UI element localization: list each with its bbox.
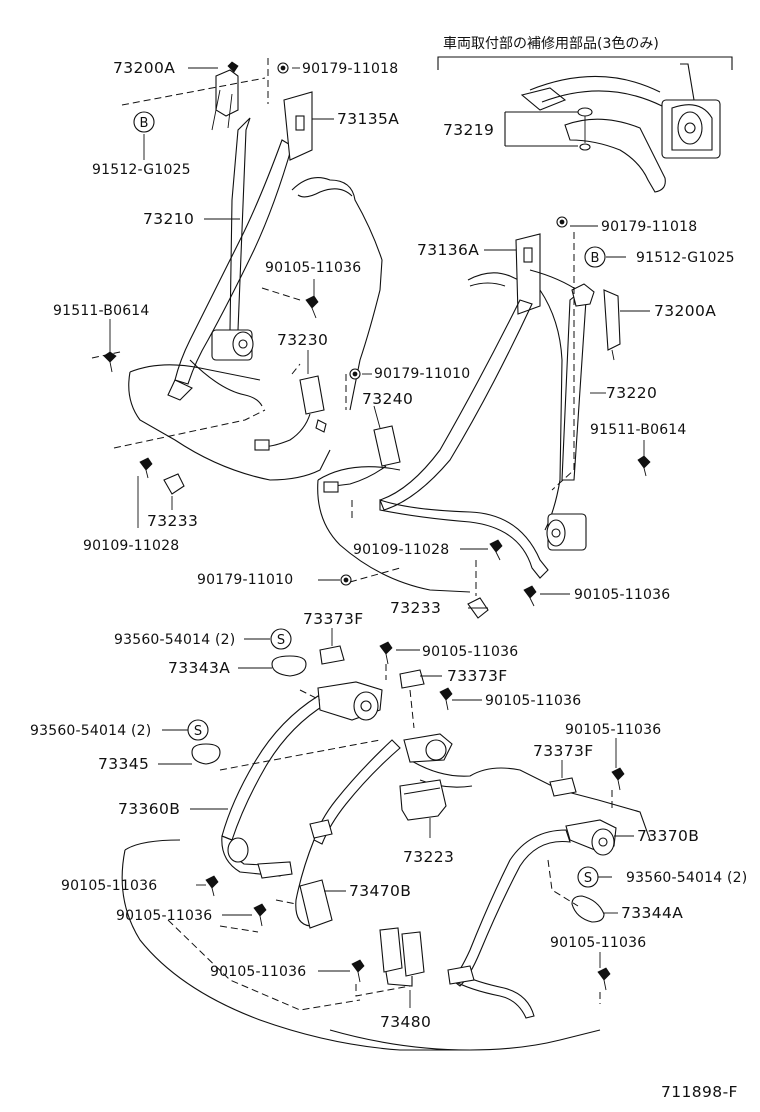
callout-90105-11036-b: 90105-11036 <box>574 587 670 603</box>
rear-seat <box>121 641 651 1051</box>
callout-73210: 73210 <box>143 210 194 228</box>
callout-93560-54014-b: 93560-54014 (2) <box>30 723 151 739</box>
callout-73373F-c: 73373F <box>533 742 594 760</box>
callout-73370B: 73370B <box>637 827 699 845</box>
repair-parts-note: 車両取付部の補修用部品(3色のみ) <box>437 35 733 70</box>
callout-73373F-a: 73373F <box>303 610 364 628</box>
callout-90105-11036-d: 90105-11036 <box>485 693 581 709</box>
callout-90179-11018-right: 90179-11018 <box>601 219 697 235</box>
marker-s2: S <box>187 719 209 741</box>
callout-90105-11036-a: 90105-11036 <box>265 260 361 276</box>
callout-73345: 73345 <box>98 755 149 773</box>
callout-73223: 73223 <box>403 848 454 866</box>
callout-90105-11036-c: 90105-11036 <box>422 644 518 660</box>
callout-73344A: 73344A <box>621 904 683 922</box>
front-seat-left <box>91 58 383 495</box>
diagram-code: 711898-F <box>661 1083 738 1101</box>
callout-91512-G1025-left: 91512-G1025 <box>92 162 191 178</box>
callout-90105-11036-f: 90105-11036 <box>61 878 157 894</box>
callout-73219: 73219 <box>443 121 494 139</box>
callout-73360B: 73360B <box>118 800 180 818</box>
callout-73200A-top: 73200A <box>113 59 175 77</box>
front-seat-right <box>317 216 651 619</box>
callout-90105-11036-g: 90105-11036 <box>116 908 212 924</box>
callout-91511-B0614-left: 91511-B0614 <box>53 303 150 319</box>
callout-labels: 73200A 90179-11018 73135A 91512-G1025 73… <box>30 59 747 1031</box>
callout-73136A: 73136A <box>417 241 479 259</box>
marker-b2: B <box>584 246 606 268</box>
callout-90179-11018-top: 90179-11018 <box>302 61 398 77</box>
callout-90179-11010-a: 90179-11010 <box>374 366 470 382</box>
callout-73135A: 73135A <box>337 110 399 128</box>
svg-text:S: S <box>194 724 202 739</box>
callout-90179-11010-b: 90179-11010 <box>197 572 293 588</box>
callout-73233-left: 73233 <box>147 512 198 530</box>
callout-90109-11028-left: 90109-11028 <box>83 538 179 554</box>
svg-text:B: B <box>140 116 149 131</box>
callout-73343A: 73343A <box>168 659 230 677</box>
marker-s1: S <box>270 628 292 650</box>
callout-90105-11036-e: 90105-11036 <box>565 722 661 738</box>
callout-73200A-right: 73200A <box>654 302 716 320</box>
callout-73233-right: 73233 <box>390 599 441 617</box>
svg-text:B: B <box>591 251 600 266</box>
inset-anchor-detail <box>504 63 721 193</box>
callout-91511-B0614-right: 91511-B0614 <box>590 422 687 438</box>
callout-90109-11028-right: 90109-11028 <box>353 542 449 558</box>
callout-73470B: 73470B <box>349 882 411 900</box>
callout-93560-54014-a: 93560-54014 (2) <box>114 632 235 648</box>
callout-90105-11036-i: 90105-11036 <box>210 964 306 980</box>
callout-90105-11036-h: 90105-11036 <box>550 935 646 951</box>
callout-73230: 73230 <box>277 331 328 349</box>
callout-73220: 73220 <box>606 384 657 402</box>
svg-text:S: S <box>584 871 592 886</box>
callout-73240: 73240 <box>362 390 413 408</box>
leader-lines <box>109 67 650 1008</box>
callout-91512-G1025-right: 91512-G1025 <box>636 250 735 266</box>
callout-93560-54014-c: 93560-54014 (2) <box>626 870 747 886</box>
repair-parts-note-text: 車両取付部の補修用部品(3色のみ) <box>443 35 659 52</box>
svg-text:S: S <box>277 633 285 648</box>
marker-b1: B <box>133 111 155 133</box>
callout-73373F-b: 73373F <box>447 667 508 685</box>
marker-s3: S <box>577 866 599 888</box>
callout-73480: 73480 <box>380 1013 431 1031</box>
